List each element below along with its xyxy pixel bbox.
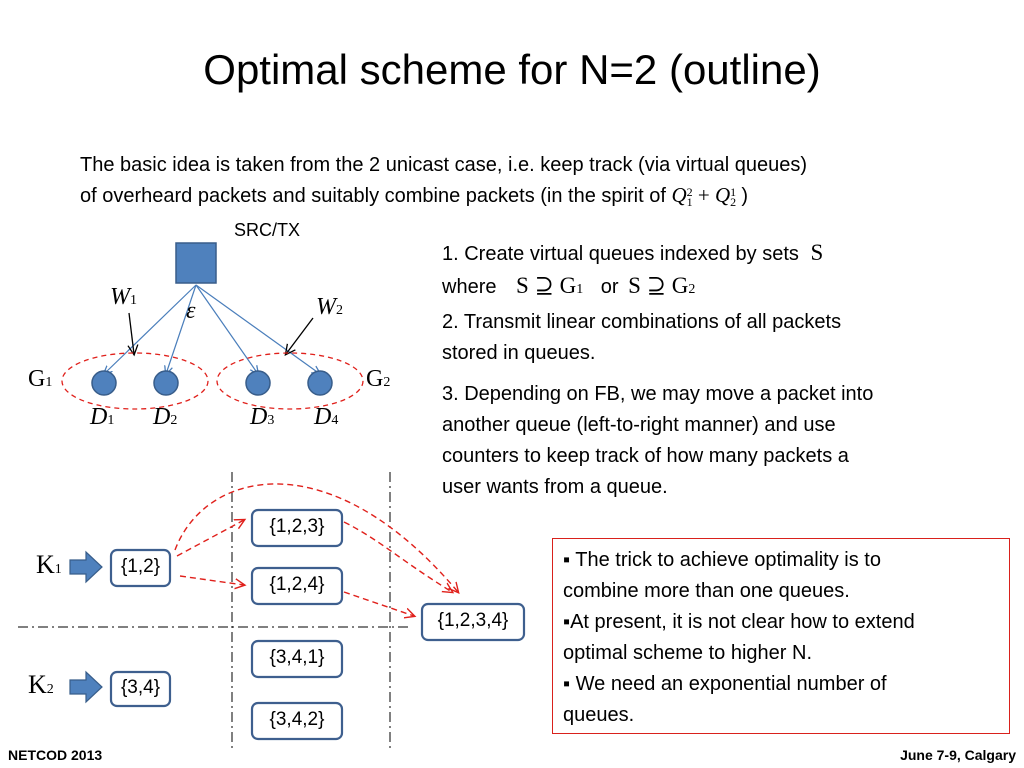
transition-12-to-123 — [176, 520, 244, 557]
trick-bullet-1-line-1: ▪ The trick to achieve optimality is to — [563, 549, 881, 571]
step-1: 1. Create virtual queues indexed by sets… — [442, 237, 942, 305]
d3-label: D3 — [250, 404, 275, 430]
intro-line-2: of overheard packets and suitably combin… — [80, 180, 940, 211]
trick-bullet-3-line-1: ▪ We need an exponential number of — [563, 673, 887, 695]
g2-label: G2 — [366, 366, 391, 392]
w1-label: W1 — [110, 284, 137, 310]
k1-arrow-icon — [69, 550, 103, 584]
queue-label-124: {1,2,4} — [269, 574, 325, 595]
queue-label-342: {3,4,2} — [269, 709, 325, 730]
source-node — [175, 242, 217, 284]
w1-pointer-arrow — [129, 312, 134, 354]
step-3-line-3: counters to keep track of how many packe… — [442, 445, 849, 467]
queue-box-12 — [109, 548, 172, 588]
footer-right: June 7-9, Calgary — [900, 747, 1016, 763]
transition-124-to-1234 — [343, 591, 414, 616]
step-1-line-2: where S ⊇ G1 or S ⊇ G2 — [442, 273, 696, 298]
queue-box-1234 — [420, 602, 526, 642]
transition-12-to-1234 — [174, 483, 458, 592]
step-1-line-1: 1. Create virtual queues indexed by sets… — [442, 240, 824, 265]
step-3-line-4: user wants from a queue. — [442, 476, 668, 498]
intro-close-paren: ) — [741, 185, 749, 207]
step-3-line-2: another queue (left-to-right manner) and… — [442, 414, 836, 436]
node-d1 — [91, 370, 117, 396]
k2-label: K2 — [28, 670, 54, 699]
trick-bullet-3-line-2: queues. — [563, 704, 635, 726]
queue-box-341 — [250, 639, 344, 679]
link-d1 — [104, 284, 197, 374]
queue-box-34 — [109, 670, 172, 708]
queue-label-123: {1,2,3} — [269, 516, 325, 537]
intro-line-1: The basic idea is taken from the 2 unica… — [80, 154, 808, 176]
group-g2-ellipse — [216, 352, 364, 410]
transition-123-to-1234 — [343, 521, 452, 592]
footer-left: NETCOD 2013 — [8, 747, 103, 763]
link-d2 — [166, 284, 197, 374]
queue-label-12: {1,2} — [120, 556, 161, 577]
node-d3 — [245, 370, 271, 396]
queue-label-34: {3,4} — [120, 677, 161, 698]
k1-label: K1 — [36, 550, 62, 579]
d4-label: D4 — [314, 404, 339, 430]
step-2-line-2: stored in queues. — [442, 342, 596, 364]
trick-bullet-2-line-2: optimal scheme to higher N. — [563, 642, 813, 664]
d2-label: D2 — [153, 404, 178, 430]
trick-bullet-1-line-2: combine more than one queues. — [563, 580, 850, 602]
queue-box-123 — [250, 508, 344, 548]
trick-note-box: ▪ The trick to achieve optimality is to … — [552, 538, 1010, 734]
src-label: SRC/TX — [234, 220, 301, 240]
link-d3 — [195, 284, 258, 374]
step-2: 2. Transmit linear combinations of all p… — [442, 307, 942, 369]
slide-title: Optimal scheme for N=2 (outline) — [203, 46, 821, 93]
epsilon-label: ε — [186, 298, 196, 324]
node-d4 — [307, 370, 333, 396]
queue-box-124 — [250, 566, 344, 606]
trick-bullet-2-line-1: ▪At present, it is not clear how to exte… — [563, 611, 915, 633]
w2-pointer-arrow — [286, 317, 314, 354]
d1-label: D1 — [90, 404, 115, 430]
link-d4 — [195, 284, 320, 374]
k2-arrow-icon — [69, 670, 103, 704]
w2-label: W2 — [316, 294, 343, 320]
step-3: 3. Depending on FB, we may move a packet… — [442, 379, 942, 503]
transition-12-to-124 — [179, 575, 244, 585]
intro-paragraph: The basic idea is taken from the 2 unica… — [80, 150, 940, 211]
g1-label: G1 — [28, 366, 53, 392]
queue-label-341: {3,4,1} — [269, 647, 325, 668]
step-3-line-1: 3. Depending on FB, we may move a packet… — [442, 383, 874, 405]
queue-box-342 — [250, 701, 344, 741]
intro-line-2-text: of overheard packets and suitably combin… — [80, 185, 666, 207]
group-g1-ellipse — [61, 352, 209, 410]
step-2-line-1: 2. Transmit linear combinations of all p… — [442, 311, 842, 333]
node-d2 — [153, 370, 179, 396]
queue-label-1234: {1,2,3,4} — [437, 610, 509, 631]
